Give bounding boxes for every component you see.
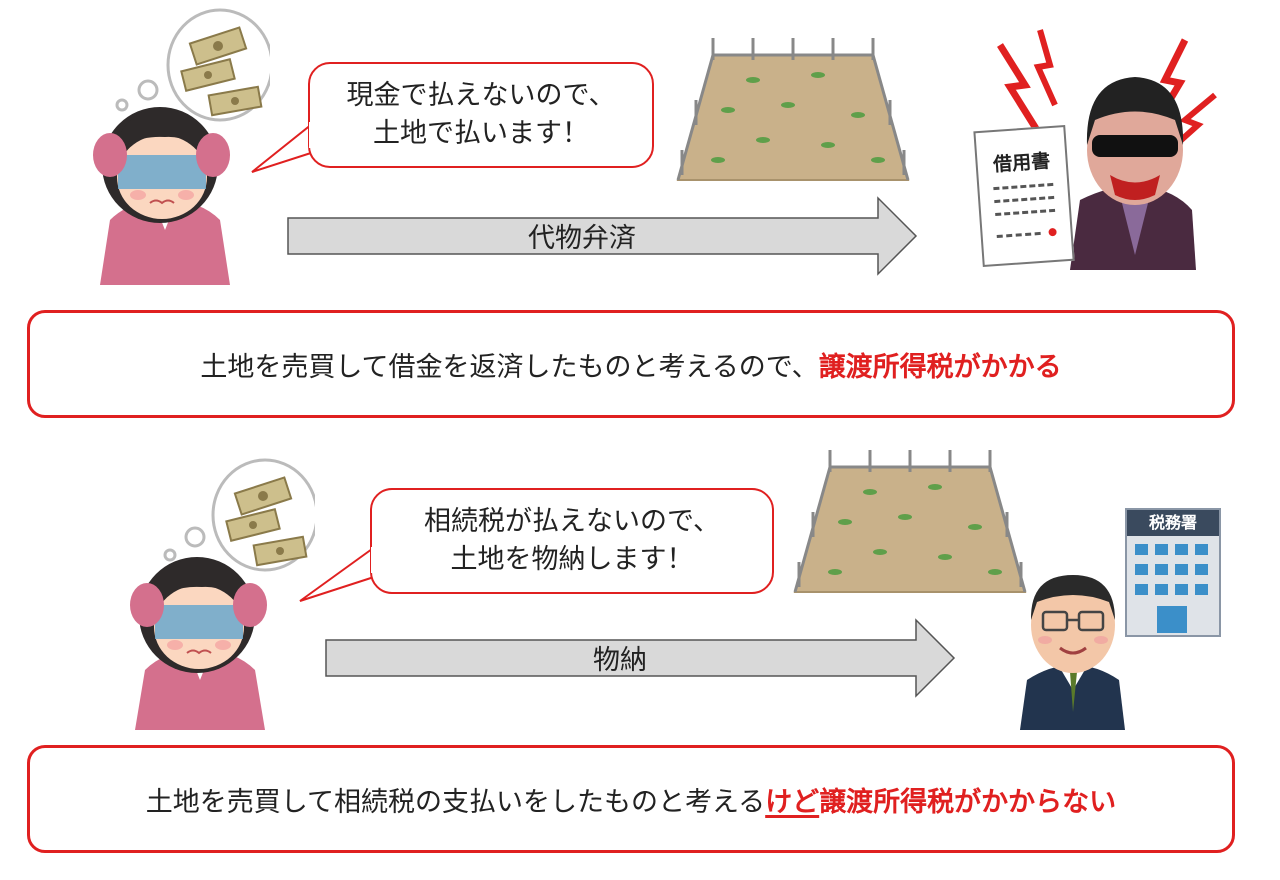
speech-bubble-tail [299,547,376,602]
angry-lender-illustration [997,29,1217,270]
arrow-2 [325,618,956,698]
conclusion-box-1: 土地を売買して借金を返済したものと考えるので、譲渡所得税がかかる [27,310,1235,418]
conclusion-box-2: 土地を売買して相続税の支払いをしたものと考えるけど譲渡所得税がかからない [27,745,1235,853]
conclusion-text-2: 土地を売買して相続税の支払いをしたものと考える [145,786,766,818]
conclusion-emphasis-2: 譲渡所得税がかからない [819,786,1117,818]
conclusion-text-1: 土地を売買して借金を返済したものと考えるので、 [200,351,819,383]
speech-line-2: 土地で払います！ [373,118,589,149]
speech-line-2: 土地を物納します！ [450,544,694,575]
tax-officer-illustration [1020,575,1125,730]
conclusion-keyword: けど [765,786,820,818]
document-title: 借用書 [992,150,1051,177]
arrow-1 [287,196,918,276]
speech-line-1: 現金で払えないので、 [346,80,616,111]
conclusion-emphasis-1: 譲渡所得税がかかる [818,351,1062,383]
worried-woman-illustration [130,458,315,730]
loan-document-icon: 借用書 [973,124,1075,268]
tax-office-sign: 税務署 [1127,510,1219,536]
land-plot-illustration [676,38,910,181]
arrow-label-1: 代物弁済 [528,223,636,254]
speech-bubble-1: 現金で払えないので、 土地で払います！ [308,62,654,168]
money-bills-icon [225,476,308,567]
worried-woman-illustration [93,8,270,285]
tax-office-building-icon: 税務署 [1125,508,1221,637]
speech-line-1: 相続税が払えないので、 [424,506,720,537]
money-bills-icon [180,26,263,117]
land-plot-illustration [793,450,1027,593]
speech-bubble-2: 相続税が払えないので、 土地を物納します！ [370,488,774,594]
arrow-label-2: 物納 [593,645,647,676]
